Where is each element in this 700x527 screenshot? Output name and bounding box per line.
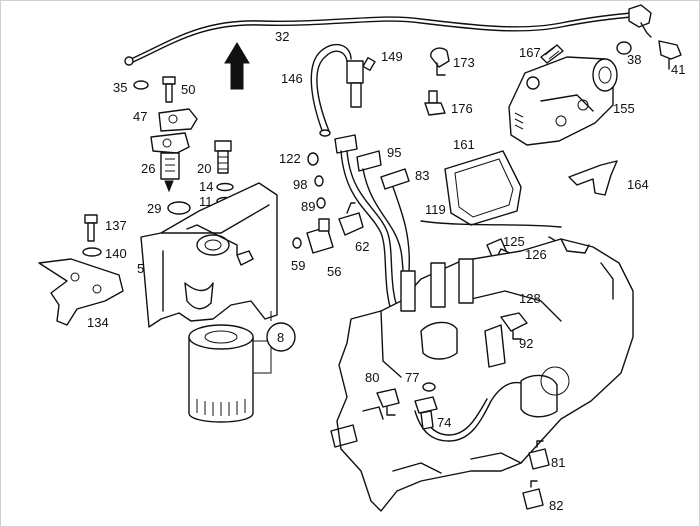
seal-29 bbox=[167, 201, 191, 215]
callout-35: 35 bbox=[113, 80, 127, 95]
callout-176: 176 bbox=[451, 101, 473, 116]
valve-insert-20 bbox=[214, 140, 232, 174]
callout-5: 5 bbox=[137, 261, 144, 276]
callout-119: 119 bbox=[425, 202, 446, 217]
seal-89 bbox=[316, 197, 326, 209]
callout-8: 8 bbox=[277, 330, 284, 345]
clip-62 bbox=[338, 202, 364, 236]
callout-50: 50 bbox=[181, 82, 195, 97]
callout-82: 82 bbox=[549, 498, 563, 513]
bracket-47 bbox=[158, 108, 198, 132]
bolt-137 bbox=[84, 214, 98, 242]
callout-134: 134 bbox=[87, 315, 109, 330]
tee-74 bbox=[414, 396, 438, 430]
callout-11: 11 bbox=[199, 194, 213, 209]
washer-35 bbox=[133, 80, 149, 90]
callout-125: 125 bbox=[503, 234, 525, 249]
callout-29: 29 bbox=[147, 201, 161, 216]
callout-122: 122 bbox=[279, 151, 301, 166]
injection-pump-body bbox=[330, 238, 634, 512]
washer-140 bbox=[82, 247, 102, 257]
callout-149: 149 bbox=[381, 49, 403, 64]
fuel-cap-149 bbox=[346, 56, 376, 108]
seal-59 bbox=[292, 237, 302, 249]
seal-98 bbox=[314, 175, 324, 187]
banjo-bolt-50 bbox=[162, 76, 176, 103]
callout-92: 92 bbox=[519, 336, 533, 351]
callout-56: 56 bbox=[327, 264, 341, 279]
callout-95: 95 bbox=[387, 145, 401, 160]
callout-20: 20 bbox=[197, 161, 211, 176]
callout-89: 89 bbox=[301, 199, 315, 214]
clip-81 bbox=[528, 440, 550, 470]
callout-140: 140 bbox=[105, 246, 127, 261]
return-line-32 bbox=[124, 4, 652, 66]
valve-26 bbox=[150, 132, 190, 193]
callout-80: 80 bbox=[365, 370, 379, 385]
callout-164: 164 bbox=[627, 177, 649, 192]
callout-146: 146 bbox=[281, 71, 303, 86]
line-119 bbox=[420, 220, 562, 228]
clip-82 bbox=[522, 480, 544, 510]
callout-circle-8 bbox=[266, 322, 296, 352]
bracket-164 bbox=[568, 160, 618, 196]
callout-83: 83 bbox=[415, 168, 429, 183]
screw-167 bbox=[540, 44, 564, 64]
seal-38 bbox=[616, 41, 632, 55]
clip-77 bbox=[422, 382, 436, 392]
callout-126: 126 bbox=[525, 247, 547, 262]
callout-155: 155 bbox=[613, 101, 635, 116]
up-arrow-icon bbox=[224, 42, 250, 90]
callout-98: 98 bbox=[293, 177, 307, 192]
seal-14 bbox=[216, 182, 234, 192]
filter-cartridge-8 bbox=[188, 311, 272, 423]
hose-146 bbox=[310, 43, 352, 137]
bracket-134 bbox=[38, 258, 124, 326]
callout-62: 62 bbox=[355, 239, 369, 254]
callout-77: 77 bbox=[405, 370, 419, 385]
clip-92 bbox=[500, 312, 528, 340]
callout-14: 14 bbox=[199, 179, 213, 194]
callout-173: 173 bbox=[453, 55, 475, 70]
callout-26: 26 bbox=[141, 161, 155, 176]
fitting-95 bbox=[334, 134, 410, 190]
filter-housing-5 bbox=[140, 182, 278, 328]
callout-167: 167 bbox=[519, 45, 541, 60]
connector-56 bbox=[306, 218, 334, 254]
pump-unit-155 bbox=[508, 56, 618, 146]
callout-137: 137 bbox=[105, 218, 127, 233]
callout-38: 38 bbox=[627, 52, 641, 67]
callout-59: 59 bbox=[291, 258, 305, 273]
callout-41: 41 bbox=[671, 62, 685, 77]
seal-122 bbox=[307, 152, 319, 166]
callout-128: 128 bbox=[519, 291, 541, 306]
clip-176 bbox=[424, 90, 446, 116]
callout-81: 81 bbox=[551, 455, 565, 470]
callout-32: 32 bbox=[275, 29, 289, 44]
clip-41 bbox=[658, 40, 682, 70]
clip-173 bbox=[430, 47, 450, 76]
callout-161: 161 bbox=[453, 137, 475, 152]
clip-80 bbox=[376, 388, 400, 416]
callout-labels: 32 35 50 47 26 20 14 11 29 137 140 5 134… bbox=[87, 29, 685, 513]
gasket-161 bbox=[444, 150, 522, 226]
callout-74: 74 bbox=[437, 415, 451, 430]
callout-47: 47 bbox=[133, 109, 147, 124]
